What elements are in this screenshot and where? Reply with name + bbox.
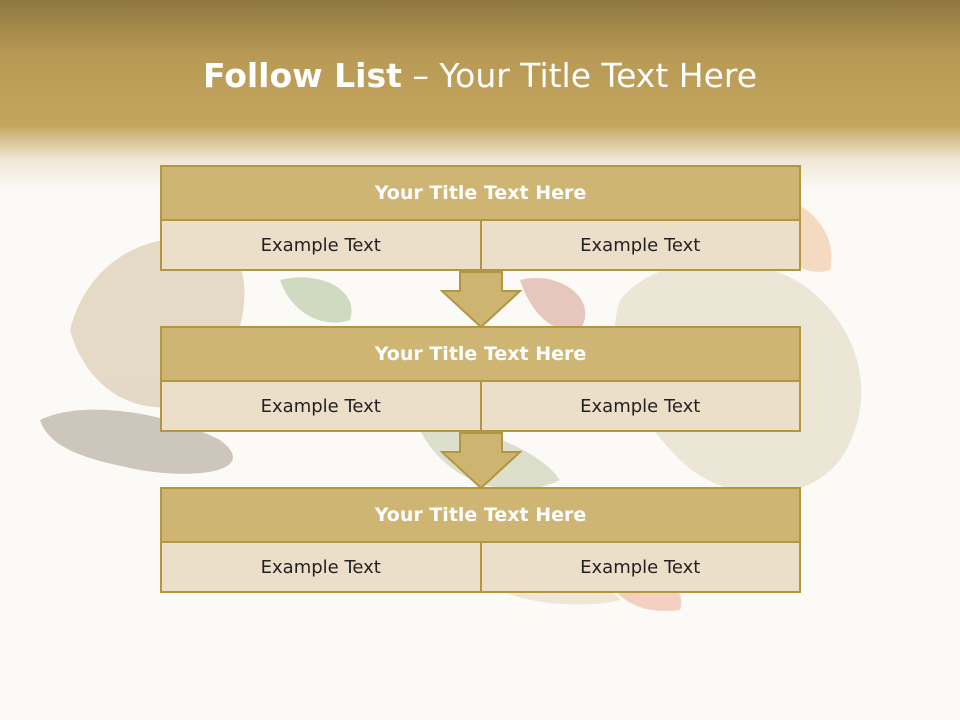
- block-row: Example Text Example Text: [160, 382, 801, 432]
- slide-title-bold: Follow List: [202, 56, 402, 95]
- block-row: Example Text Example Text: [160, 543, 801, 593]
- block-cell-left: Example Text: [160, 221, 482, 271]
- block-cell-right: Example Text: [479, 221, 801, 271]
- block-cell-left: Example Text: [160, 543, 482, 593]
- block-cell-right: Example Text: [479, 543, 801, 593]
- block-cell-left: Example Text: [160, 382, 482, 432]
- slide-title-rest: – Your Title Text Here: [401, 56, 758, 95]
- block-cell-right: Example Text: [479, 382, 801, 432]
- block-title: Your Title Text Here: [160, 326, 801, 382]
- slide-title: Follow List – Your Title Text Here: [0, 54, 960, 98]
- down-arrow-icon: [440, 432, 522, 490]
- down-arrow-icon: [440, 271, 522, 329]
- block-title: Your Title Text Here: [160, 165, 801, 221]
- header-band: [0, 0, 960, 190]
- list-block-3: Your Title Text Here Example Text Exampl…: [160, 487, 801, 593]
- list-block-1: Your Title Text Here Example Text Exampl…: [160, 165, 801, 271]
- block-title: Your Title Text Here: [160, 487, 801, 543]
- block-row: Example Text Example Text: [160, 221, 801, 271]
- list-block-2: Your Title Text Here Example Text Exampl…: [160, 326, 801, 432]
